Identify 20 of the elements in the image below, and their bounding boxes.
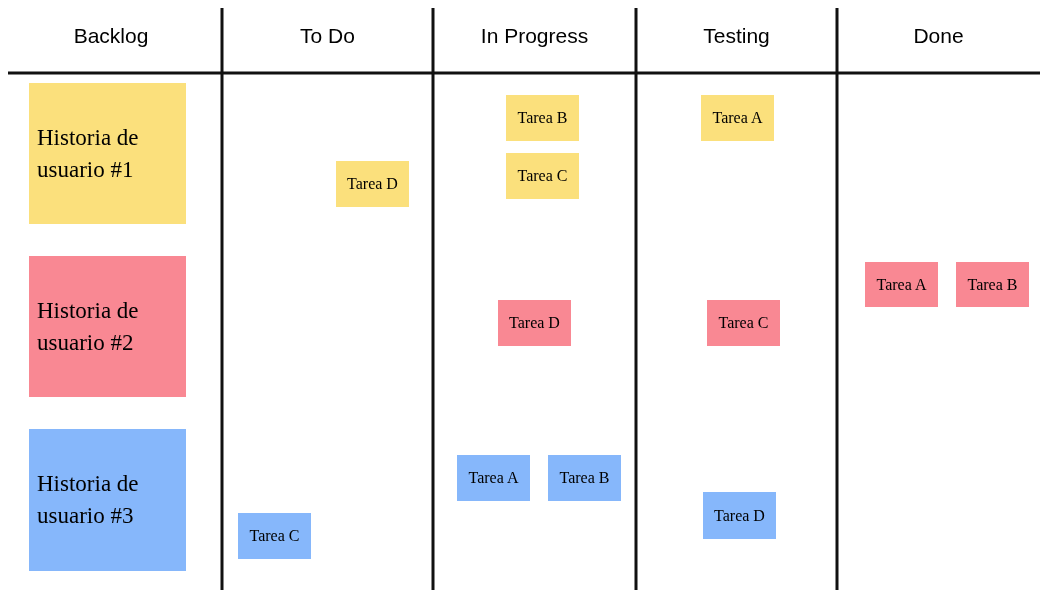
task-card: Tarea B: [956, 262, 1029, 307]
task-card: Tarea C: [707, 300, 780, 346]
task-card: Tarea D: [336, 161, 409, 207]
story-card: Historia de usuario #1: [29, 83, 186, 224]
story-card: Historia de usuario #3: [29, 429, 186, 571]
task-card: Tarea A: [457, 455, 530, 501]
task-card: Tarea C: [238, 513, 311, 559]
column-header: To Do: [300, 23, 355, 49]
task-card: Tarea B: [548, 455, 621, 501]
column-header: Done: [913, 23, 964, 49]
task-card: Tarea D: [498, 300, 571, 346]
story-card: Historia de usuario #2: [29, 256, 186, 397]
task-card: Tarea A: [865, 262, 938, 307]
column-header: In Progress: [480, 23, 589, 49]
column-header: Backlog: [73, 23, 149, 49]
column-header: Testing: [703, 23, 770, 49]
task-card: Tarea C: [506, 153, 579, 199]
task-card: Tarea A: [701, 95, 774, 141]
task-card: Tarea B: [506, 95, 579, 141]
task-card: Tarea D: [703, 492, 776, 539]
